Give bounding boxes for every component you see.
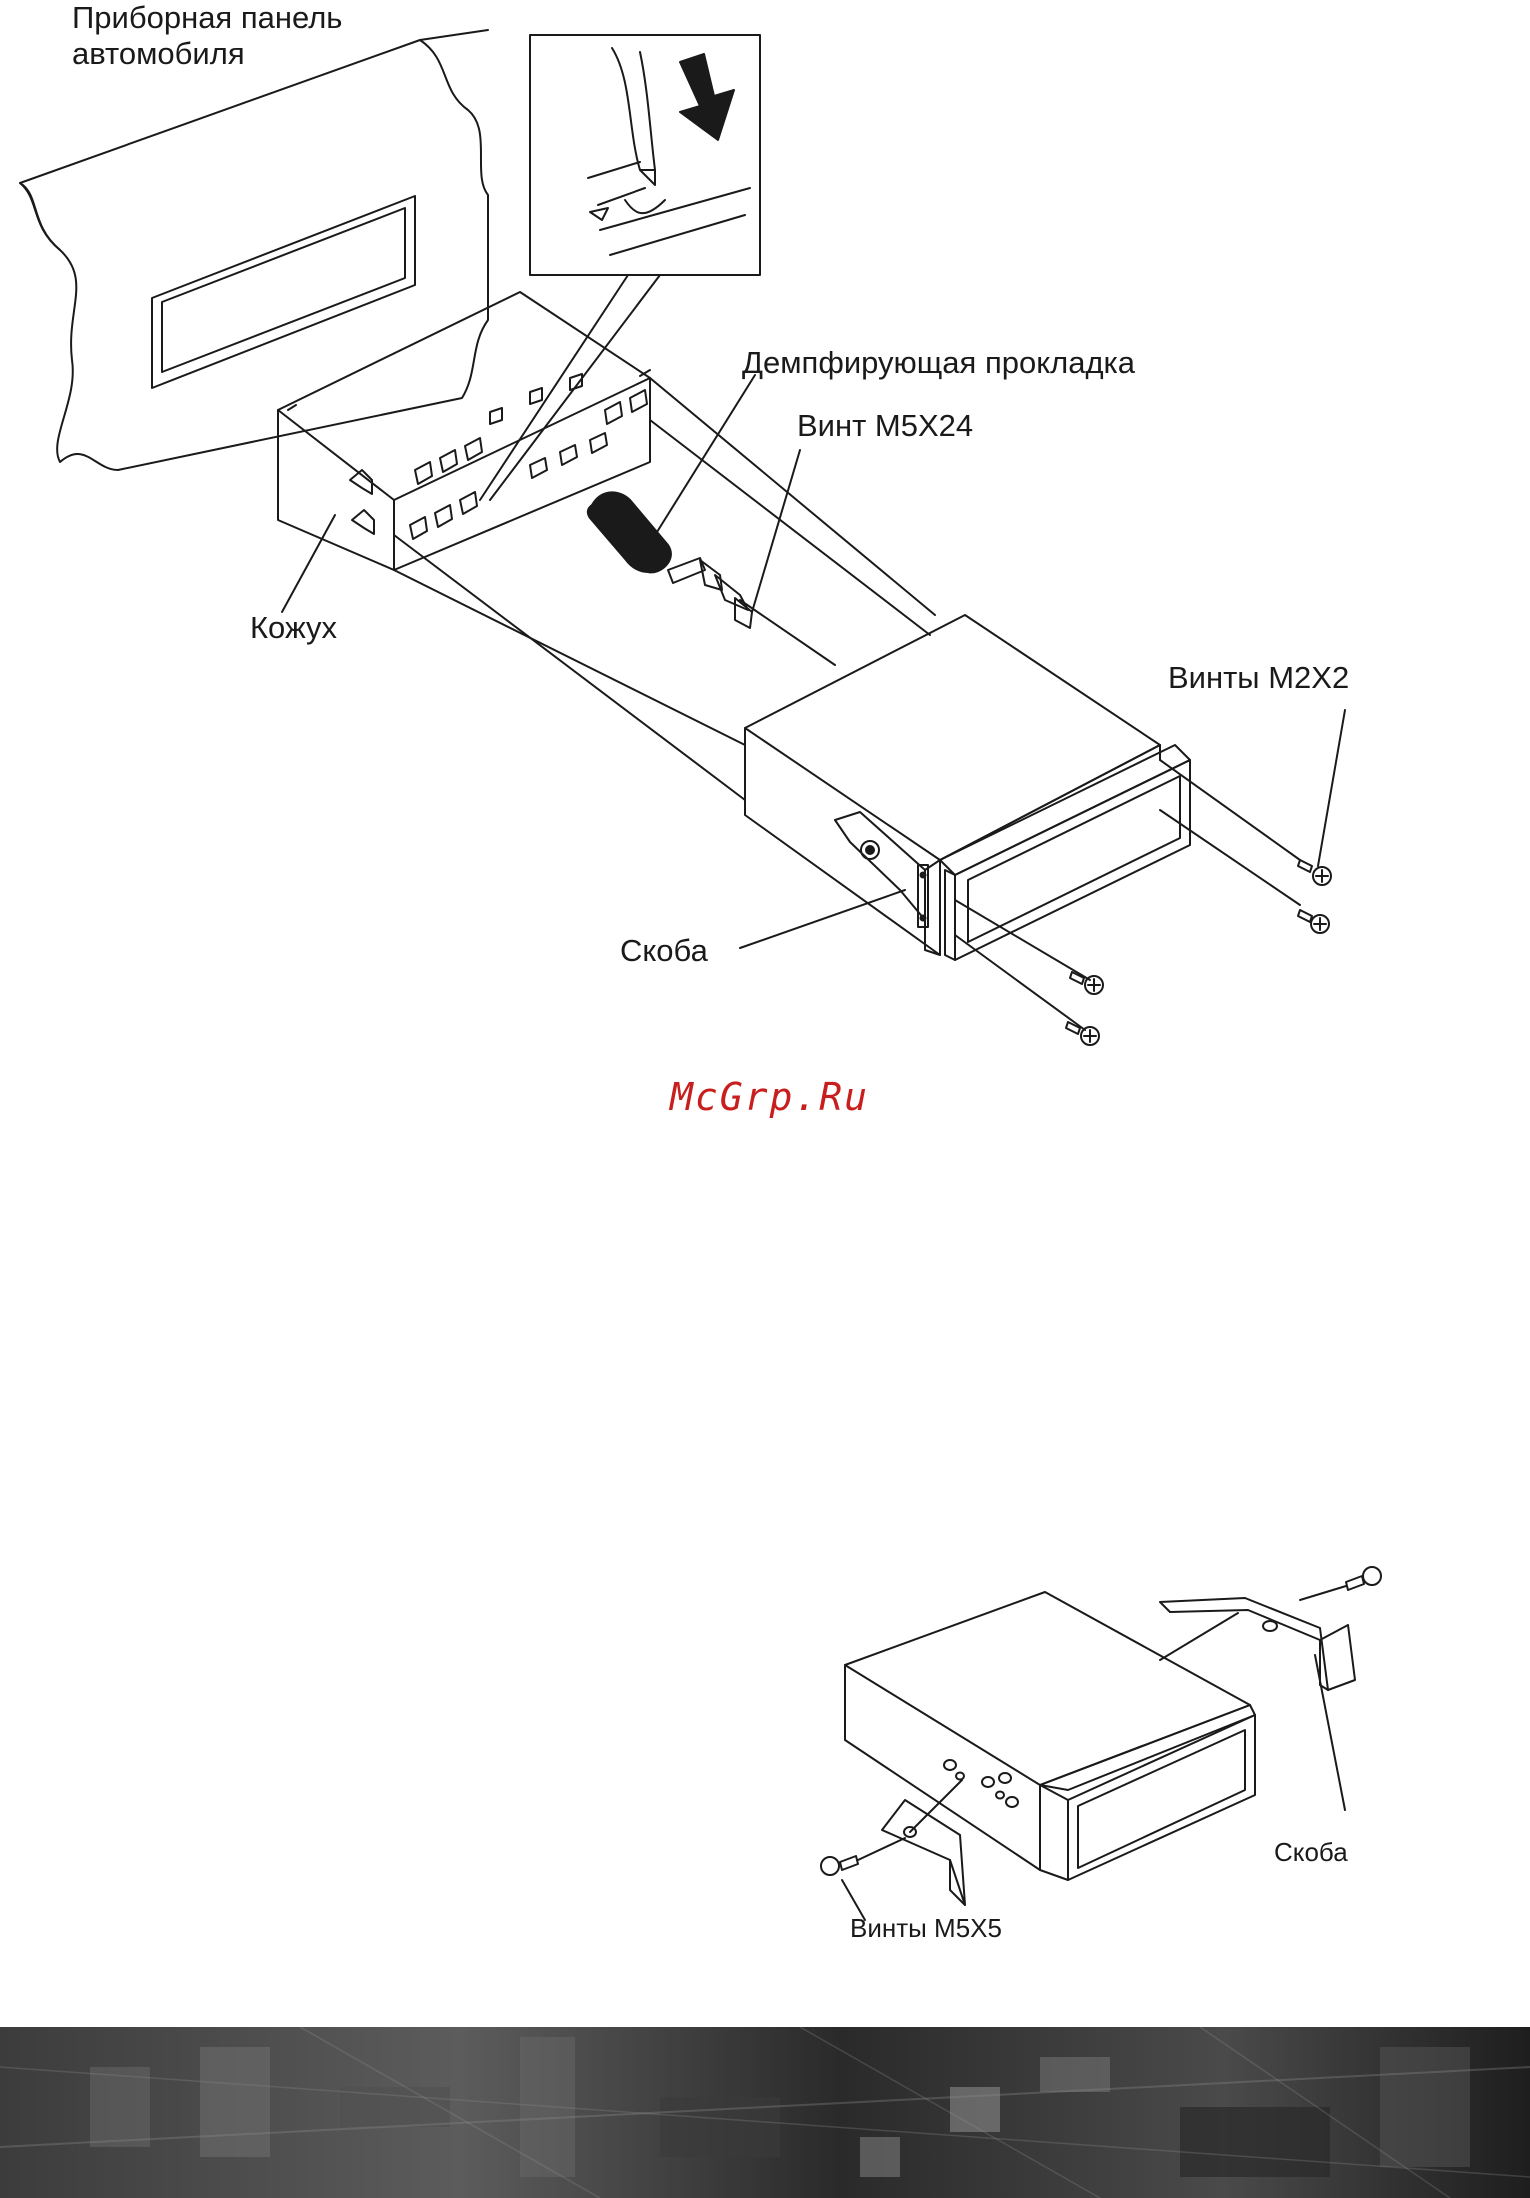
screw-m5x24-drawing	[668, 450, 800, 628]
screw-icon	[1298, 860, 1331, 885]
footer-texture	[0, 2027, 1530, 2198]
dashboard-panel-drawing	[20, 30, 488, 470]
damping-pad-drawing	[588, 375, 755, 572]
label-dashboard: Приборная панель автомобиля	[72, 0, 342, 71]
watermark: McGrp.Ru	[670, 1075, 869, 1119]
screw-icon	[1066, 1022, 1099, 1045]
label-screw-m5x24: Винт M5X24	[797, 408, 973, 444]
screw-icon	[1070, 972, 1103, 994]
screws-m2x2-drawing	[1066, 710, 1345, 1045]
label-screws-m2x2: Винты M2X2	[1168, 660, 1349, 696]
screw-icon	[1346, 1567, 1381, 1590]
label-sleeve: Кожух	[250, 610, 337, 646]
screw-icon	[821, 1856, 858, 1875]
label-bracket: Скоба	[620, 933, 708, 969]
label-damping-pad: Демпфирующая прокладка	[742, 345, 1135, 381]
zoom-inset	[480, 35, 760, 500]
sleeve-drawing	[278, 292, 650, 612]
footer-band	[0, 2027, 1530, 2198]
label-screws-m5x5: Винты M5X5	[850, 1914, 1002, 1944]
push-arrow-icon	[680, 54, 734, 140]
label-bracket-2: Скоба	[1274, 1838, 1348, 1868]
screw-icon	[1298, 910, 1329, 933]
